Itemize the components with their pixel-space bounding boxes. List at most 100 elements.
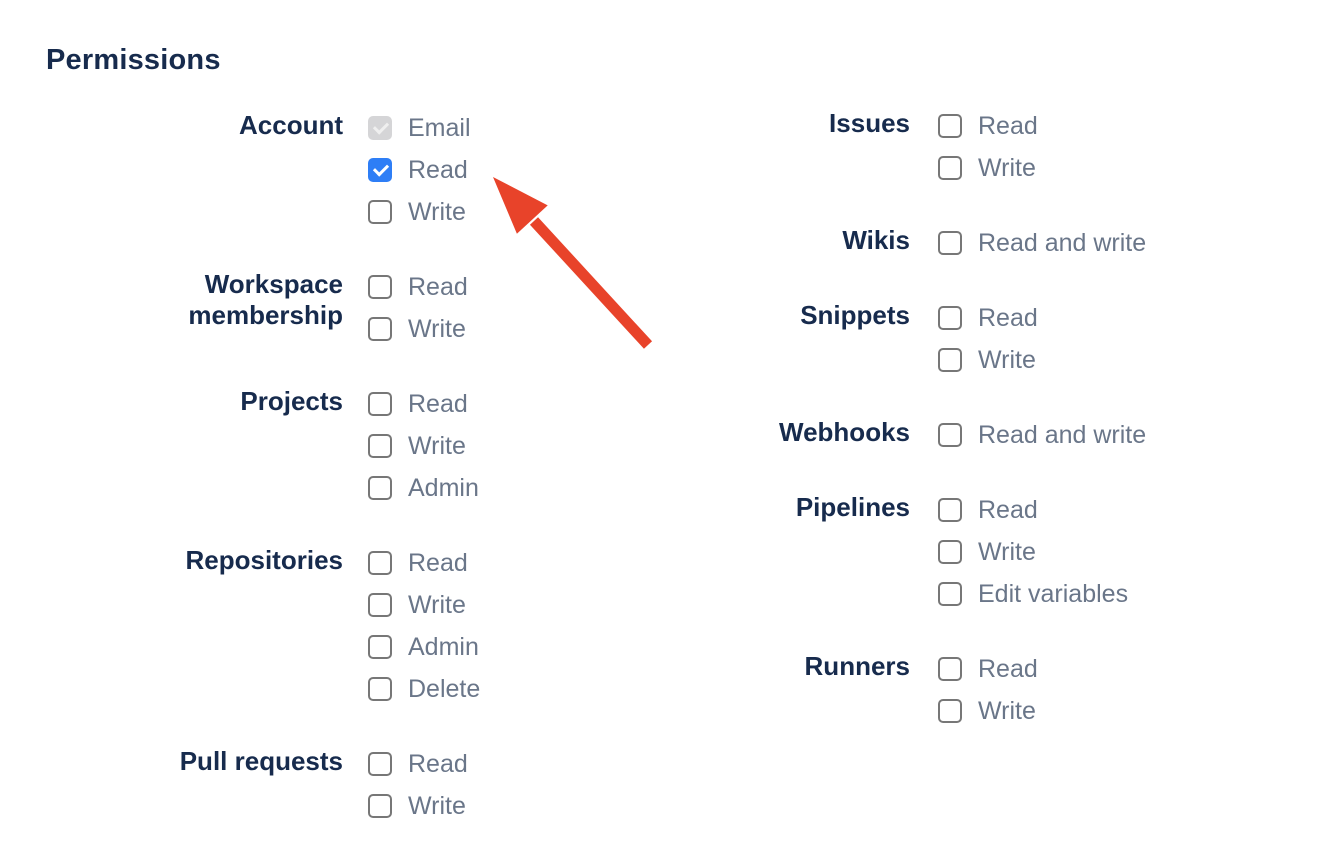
- option-label-account-write[interactable]: Write: [408, 197, 466, 226]
- option-label-snippets-write[interactable]: Write: [978, 345, 1036, 374]
- option-list: Read Write: [938, 648, 1038, 732]
- checkbox-projects-admin[interactable]: [368, 476, 392, 500]
- option-label-projects-write[interactable]: Write: [408, 431, 466, 460]
- option-label-pipelines-read[interactable]: Read: [978, 495, 1038, 524]
- option-list: Read Write: [368, 266, 468, 350]
- checkbox-wikis-read-and-write[interactable]: [938, 231, 962, 255]
- checkbox-runners-read[interactable]: [938, 657, 962, 681]
- group-label-pull-requests: Pull requests: [179, 746, 343, 776]
- option-label-pull-requests-read[interactable]: Read: [408, 749, 468, 778]
- option-label-runners-read[interactable]: Read: [978, 654, 1038, 683]
- option-label-pipelines-edit-variables[interactable]: Edit variables: [978, 579, 1129, 608]
- option-label-workspace-membership-read[interactable]: Read: [408, 272, 468, 301]
- permission-group-wikis: Wikis Read and write: [630, 222, 1230, 264]
- option-row-workspace-membership-write: Write: [368, 308, 468, 350]
- checkbox-snippets-write[interactable]: [938, 348, 962, 372]
- option-list: Read and write: [938, 222, 1146, 264]
- option-label-wikis-read-and-write[interactable]: Read and write: [978, 228, 1147, 257]
- checkbox-workspace-membership-write[interactable]: [368, 317, 392, 341]
- checkbox-runners-write[interactable]: [938, 699, 962, 723]
- option-label-issues-read[interactable]: Read: [978, 111, 1038, 140]
- option-row-repositories-admin: Admin: [368, 626, 480, 668]
- group-label-snippets: Snippets: [800, 300, 910, 330]
- option-label-webhooks-read-and-write[interactable]: Read and write: [978, 420, 1147, 449]
- checkbox-repositories-admin[interactable]: [368, 635, 392, 659]
- permission-group-snippets: Snippets Read Write: [630, 297, 1230, 381]
- option-row-wikis-read-and-write: Read and write: [938, 222, 1146, 264]
- option-row-projects-admin: Admin: [368, 467, 479, 509]
- option-row-runners-write: Write: [938, 690, 1038, 732]
- option-label-account-email[interactable]: Email: [408, 113, 471, 142]
- option-row-repositories-write: Write: [368, 584, 480, 626]
- option-row-issues-read: Read: [938, 105, 1038, 147]
- option-label-account-read[interactable]: Read: [408, 155, 468, 184]
- checkbox-repositories-write[interactable]: [368, 593, 392, 617]
- checkbox-workspace-membership-read[interactable]: [368, 275, 392, 299]
- permission-group-workspace-membership: Workspace membership Read Write: [60, 266, 620, 350]
- checkbox-pull-requests-write[interactable]: [368, 794, 392, 818]
- permission-group-account: Account Email Read Write: [60, 107, 620, 233]
- option-list: Read Write Admin Delete: [368, 542, 480, 710]
- option-label-snippets-read[interactable]: Read: [978, 303, 1038, 332]
- permission-group-projects: Projects Read Write Admin: [60, 383, 620, 509]
- option-label-repositories-admin[interactable]: Admin: [408, 632, 479, 661]
- permission-group-pipelines: Pipelines Read Write Edit variables: [630, 489, 1230, 615]
- option-row-account-write: Write: [368, 191, 471, 233]
- option-label-repositories-delete[interactable]: Delete: [408, 674, 481, 703]
- checkbox-webhooks-read-and-write[interactable]: [938, 423, 962, 447]
- option-row-webhooks-read-and-write: Read and write: [938, 414, 1146, 456]
- option-list: Email Read Write: [368, 107, 471, 233]
- option-label-pipelines-write[interactable]: Write: [978, 537, 1036, 566]
- checkbox-projects-write[interactable]: [368, 434, 392, 458]
- checkbox-account-email: [368, 116, 392, 140]
- option-row-snippets-write: Write: [938, 339, 1038, 381]
- checkbox-pull-requests-read[interactable]: [368, 752, 392, 776]
- page-title: Permissions: [46, 44, 221, 76]
- checkbox-repositories-read[interactable]: [368, 551, 392, 575]
- option-row-repositories-delete: Delete: [368, 668, 480, 710]
- option-label-repositories-read[interactable]: Read: [408, 548, 468, 577]
- permission-group-repositories: Repositories Read Write Admin Delete: [60, 542, 620, 710]
- option-list: Read Write Admin: [368, 383, 479, 509]
- group-label-issues: Issues: [829, 108, 910, 138]
- option-row-projects-read: Read: [368, 383, 479, 425]
- option-list: Read Write Edit variables: [938, 489, 1128, 615]
- checkbox-issues-read[interactable]: [938, 114, 962, 138]
- permissions-column-left: Account Email Read Write Workspace membe…: [60, 107, 620, 844]
- checkbox-pipelines-edit-variables[interactable]: [938, 582, 962, 606]
- option-label-issues-write[interactable]: Write: [978, 153, 1036, 182]
- option-row-account-read: Read: [368, 149, 471, 191]
- option-row-snippets-read: Read: [938, 297, 1038, 339]
- option-label-repositories-write[interactable]: Write: [408, 590, 466, 619]
- option-list: Read Write: [938, 105, 1038, 189]
- option-row-pipelines-read: Read: [938, 489, 1128, 531]
- option-row-repositories-read: Read: [368, 542, 480, 584]
- option-list: Read Write: [368, 743, 468, 827]
- option-row-pipelines-write: Write: [938, 531, 1128, 573]
- option-row-account-email: Email: [368, 107, 471, 149]
- checkbox-snippets-read[interactable]: [938, 306, 962, 330]
- checkbox-pipelines-write[interactable]: [938, 540, 962, 564]
- group-label-webhooks: Webhooks: [779, 417, 910, 447]
- option-label-projects-admin[interactable]: Admin: [408, 473, 479, 502]
- option-row-projects-write: Write: [368, 425, 479, 467]
- group-label-repositories: Repositories: [185, 545, 344, 575]
- option-label-runners-write[interactable]: Write: [978, 696, 1036, 725]
- option-row-pull-requests-write: Write: [368, 785, 468, 827]
- checkbox-pipelines-read[interactable]: [938, 498, 962, 522]
- group-label-projects: Projects: [240, 386, 343, 416]
- checkbox-account-write[interactable]: [368, 200, 392, 224]
- group-label-runners: Runners: [804, 651, 910, 681]
- option-label-pull-requests-write[interactable]: Write: [408, 791, 466, 820]
- permissions-column-right: Issues Read Write Wikis Read and write S…: [630, 105, 1230, 765]
- checkbox-issues-write[interactable]: [938, 156, 962, 180]
- checkbox-repositories-delete[interactable]: [368, 677, 392, 701]
- option-label-workspace-membership-write[interactable]: Write: [408, 314, 466, 343]
- checkbox-projects-read[interactable]: [368, 392, 392, 416]
- permission-group-issues: Issues Read Write: [630, 105, 1230, 189]
- option-row-pipelines-edit-variables: Edit variables: [938, 573, 1128, 615]
- option-label-projects-read[interactable]: Read: [408, 389, 468, 418]
- group-label-account: Account: [239, 110, 343, 140]
- checkbox-account-read[interactable]: [368, 158, 392, 182]
